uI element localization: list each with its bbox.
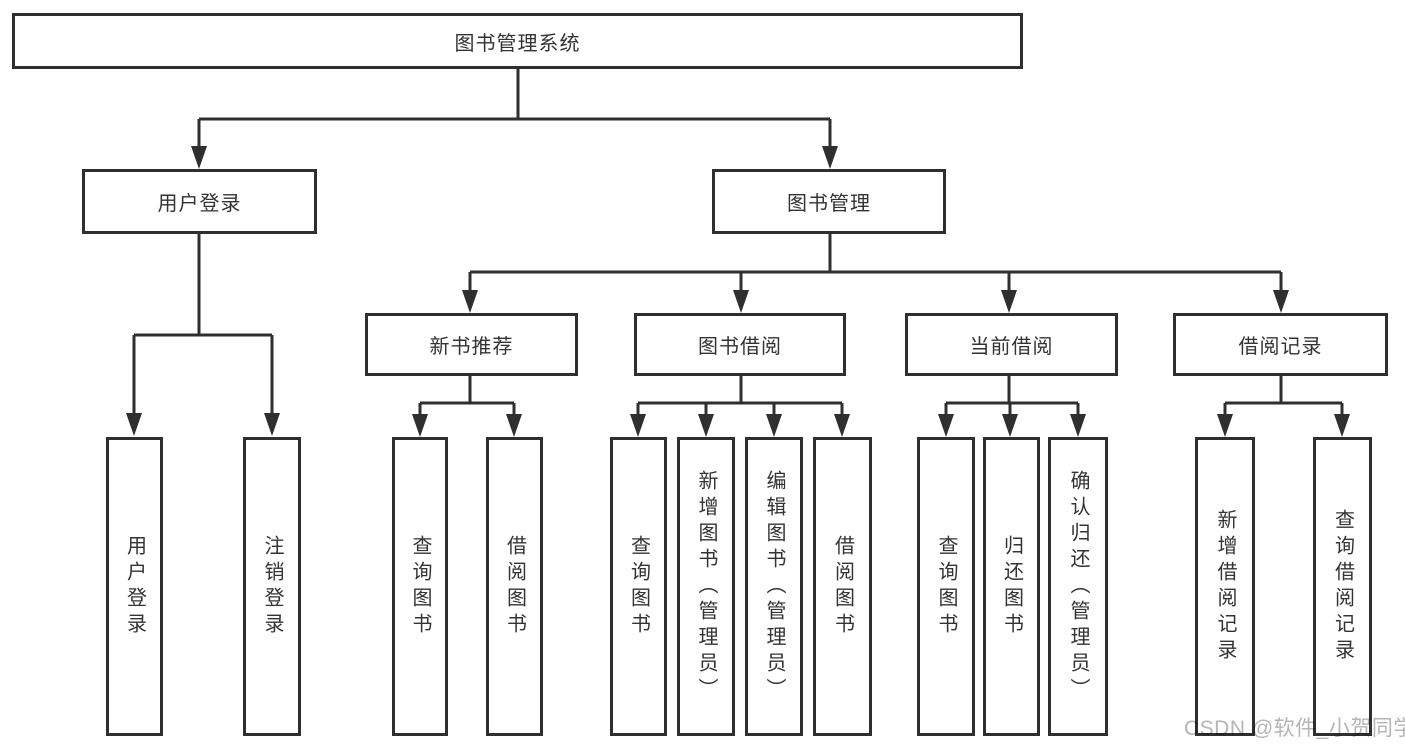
connector-root-to-level2: [191, 69, 838, 169]
node-leaf-bb-add-books-admin: 新增图书（管理员）: [677, 437, 735, 736]
node-leaf-br-query-record: 查询借阅记录: [1313, 437, 1372, 736]
node-leaf-cb-confirm-return-admin: 确认归还（管理员）: [1048, 437, 1108, 736]
node-label: 新增借阅记录: [1214, 508, 1236, 665]
connector-book-borrow-to-leaves: [630, 375, 850, 437]
node-label: 注销登录: [261, 534, 283, 639]
connector-user-login-to-leaves: [126, 234, 280, 436]
node-label: 图书管理系统: [454, 32, 581, 55]
node-leaf-bb-borrow-books: 借阅图书: [813, 437, 872, 736]
connector-book-mgmt-to-level3: [462, 234, 1289, 313]
node-label: 图书管理: [787, 193, 871, 215]
node-label: 确认归还（管理员）: [1067, 469, 1089, 704]
node-label: 查询图书: [409, 534, 431, 639]
node-label: 当前借阅: [969, 336, 1054, 358]
node-leaf-user-login: 用户登录: [106, 437, 163, 736]
node-book-mgmt: 图书管理: [712, 169, 946, 234]
node-label: 归还图书: [1000, 534, 1023, 639]
csdn-watermark: CSDN @软件_小贺同学: [1184, 717, 1405, 740]
node-label: 查询图书: [935, 534, 957, 639]
node-label: 借阅图书: [503, 534, 526, 639]
node-user-login: 用户登录: [82, 169, 317, 234]
node-label: 用户登录: [157, 193, 242, 215]
node-current-borrow: 当前借阅: [905, 313, 1118, 376]
node-label: 借阅记录: [1238, 336, 1323, 358]
node-label: 图书借阅: [698, 336, 782, 358]
node-leaf-br-add-record: 新增借阅记录: [1195, 437, 1255, 736]
node-label: 查询图书: [627, 534, 650, 639]
connector-current-borrow-to-leaves: [938, 375, 1086, 437]
node-borrow-record: 借阅记录: [1173, 313, 1388, 376]
node-root-system: 图书管理系统: [12, 13, 1023, 69]
node-label: 用户登录: [123, 534, 146, 639]
node-leaf-cb-query-books: 查询图书: [917, 437, 975, 736]
node-leaf-bb-query-books: 查询图书: [610, 437, 667, 736]
node-label: 新书推荐: [429, 336, 514, 358]
node-leaf-logout: 注销登录: [243, 437, 301, 736]
node-leaf-bb-edit-books-admin: 编辑图书（管理员）: [745, 437, 803, 736]
node-leaf-nbr-borrow-books: 借阅图书: [486, 437, 543, 736]
connector-new-book-rec-to-leaves: [412, 376, 522, 437]
node-label: 借阅图书: [831, 534, 854, 639]
node-book-borrow: 图书借阅: [634, 313, 846, 376]
connector-borrow-record-to-leaves: [1217, 375, 1350, 437]
node-label: 查询借阅记录: [1331, 508, 1354, 665]
node-new-book-rec: 新书推荐: [365, 313, 578, 376]
node-label: 编辑图书（管理员）: [763, 469, 785, 704]
node-leaf-nbr-query-books: 查询图书: [392, 437, 448, 736]
node-label: 新增图书（管理员）: [695, 469, 717, 704]
node-leaf-cb-return-books: 归还图书: [983, 437, 1040, 736]
